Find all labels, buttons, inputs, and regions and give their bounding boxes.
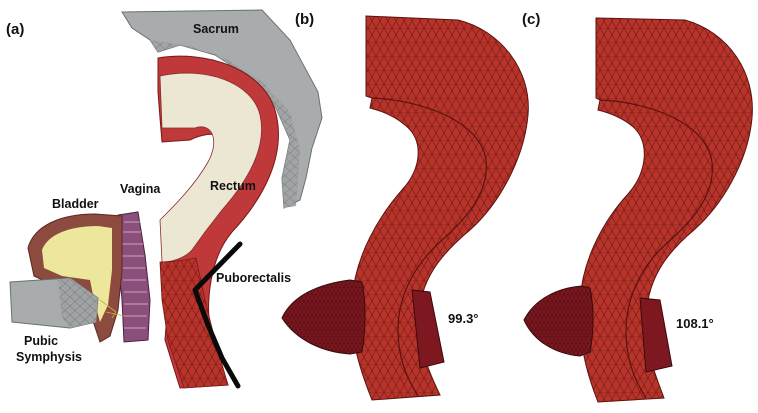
sacrum-label: Sacrum	[193, 22, 239, 36]
pubic-label-line2: Symphysis	[16, 350, 82, 364]
bladder-label: Bladder	[52, 197, 99, 211]
vagina-label: Vagina	[120, 182, 161, 196]
puborectalis-mesh-c	[524, 286, 593, 356]
panel-a: (a) Sacrum Rectum Vagina Bladder Pubic S…	[6, 10, 322, 388]
panel-c: (c) 108.1°	[522, 11, 752, 402]
panel-a-label: (a)	[6, 21, 24, 38]
puborectalis-sling-c	[640, 298, 672, 372]
angle-label-c: 108.1°	[676, 316, 714, 331]
pubic-label-line1: Pubic	[24, 334, 58, 348]
rectum-label: Rectum	[210, 179, 256, 193]
angle-label-b: 99.3°	[448, 311, 479, 326]
panel-b-label: (b)	[295, 11, 314, 28]
puborectalis-label: Puborectalis	[216, 271, 291, 285]
puborectalis-mesh-b	[282, 280, 365, 354]
panel-c-label: (c)	[522, 11, 540, 28]
panel-b: (b) 99.3°	[282, 11, 528, 400]
